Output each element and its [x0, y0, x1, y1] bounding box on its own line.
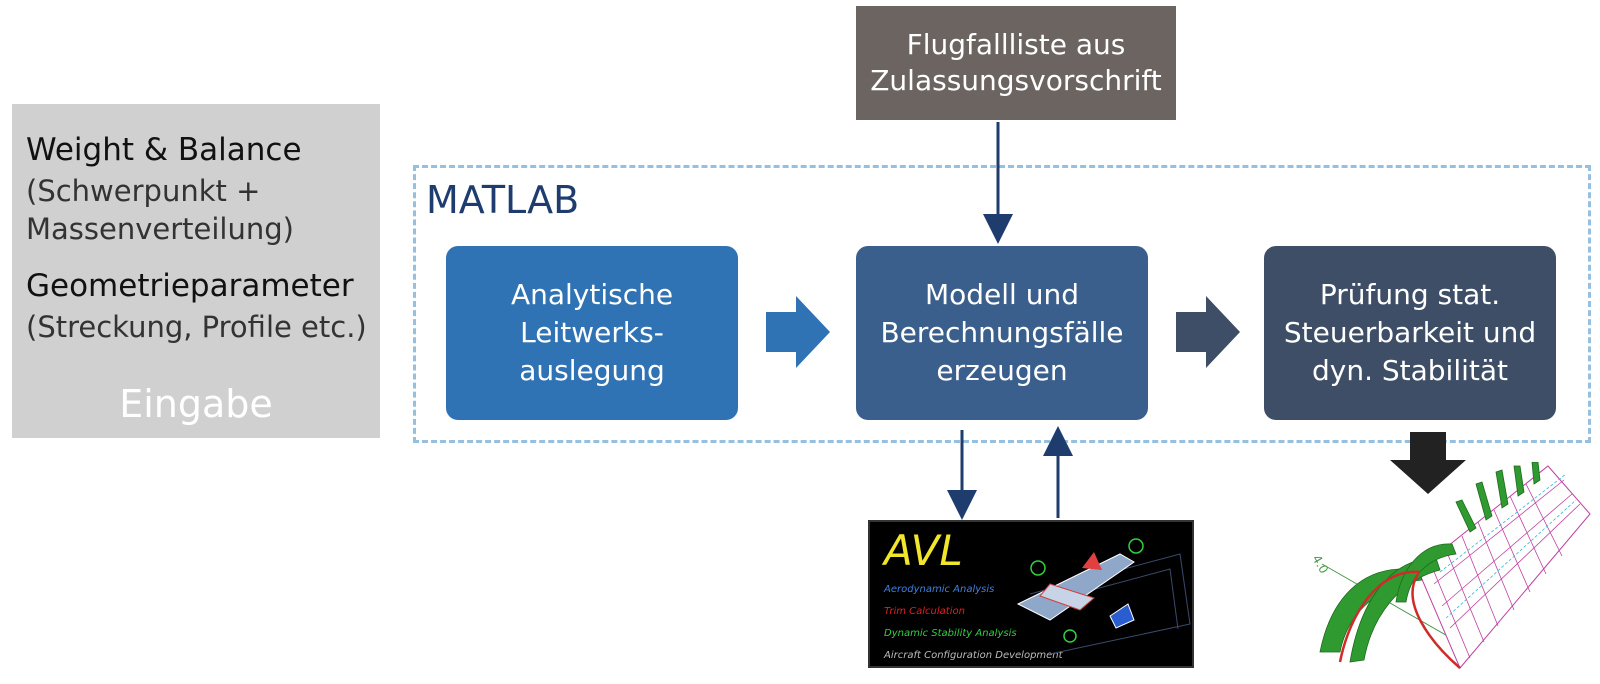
step-stability-check: Prüfung stat. Steuerbarkeit und dyn. Sta… [1264, 246, 1556, 420]
block-arrow-1 [766, 296, 830, 368]
matlab-frame [413, 165, 1591, 443]
weight-balance-sub-2: Massenverteilung) [26, 212, 294, 246]
step-3-line-1: Prüfung stat. [1319, 278, 1501, 311]
plot-axis-label: 4.0 [1309, 553, 1331, 577]
weight-balance-sub-1: (Schwerpunkt + [26, 174, 261, 208]
avl-line-aerodynamic: Aerodynamic Analysis [884, 584, 995, 595]
input-label: Eingabe [119, 382, 273, 426]
step-1-line-2: Leitwerks- [520, 316, 664, 349]
avl-line-stability: Dynamic Stability Analysis [884, 628, 1017, 639]
avl-image: AVL Aerodynamic Analysis Trim Calculatio… [868, 520, 1194, 668]
step-1-line-1: Analytische [510, 278, 674, 311]
matlab-label: MATLAB [426, 178, 580, 222]
avl-line-configuration: Aircraft Configuration Development [884, 650, 1063, 661]
stability-result-plot: 4.0 [1309, 462, 1591, 669]
step-3-line-3: dyn. Stabilität [1311, 354, 1509, 387]
flight-case-list-box: Flugfallliste aus Zulassungsvorschrift [856, 6, 1176, 120]
step-1-line-3: auslegung [519, 354, 665, 387]
block-arrow-down [1390, 432, 1466, 494]
step-2-line-2: Berechnungsfälle [880, 316, 1124, 349]
step-3-line-2: Steuerbarkeit und [1283, 316, 1537, 349]
aircraft-illustration [1016, 538, 1191, 655]
geometry-sub: (Streckung, Profile etc.) [26, 310, 367, 344]
avl-line-trim: Trim Calculation [884, 606, 965, 617]
input-panel: Weight & Balance (Schwerpunkt + Massenve… [12, 104, 380, 438]
step-2-line-1: Modell und [924, 278, 1079, 311]
step-analytical-design: Analytische Leitwerks- auslegung [446, 246, 738, 420]
step-model-generation: Modell und Berechnungsfälle erzeugen [856, 246, 1148, 420]
flight-case-list-line-1: Flugfallliste aus [906, 28, 1126, 61]
flight-case-list-line-2: Zulassungsvorschrift [870, 64, 1162, 97]
avl-title: AVL [884, 526, 963, 575]
step-2-line-3: erzeugen [936, 354, 1068, 387]
weight-balance-title: Weight & Balance [26, 132, 302, 168]
block-arrow-2 [1176, 296, 1240, 368]
geometry-title: Geometrieparameter [26, 268, 354, 304]
